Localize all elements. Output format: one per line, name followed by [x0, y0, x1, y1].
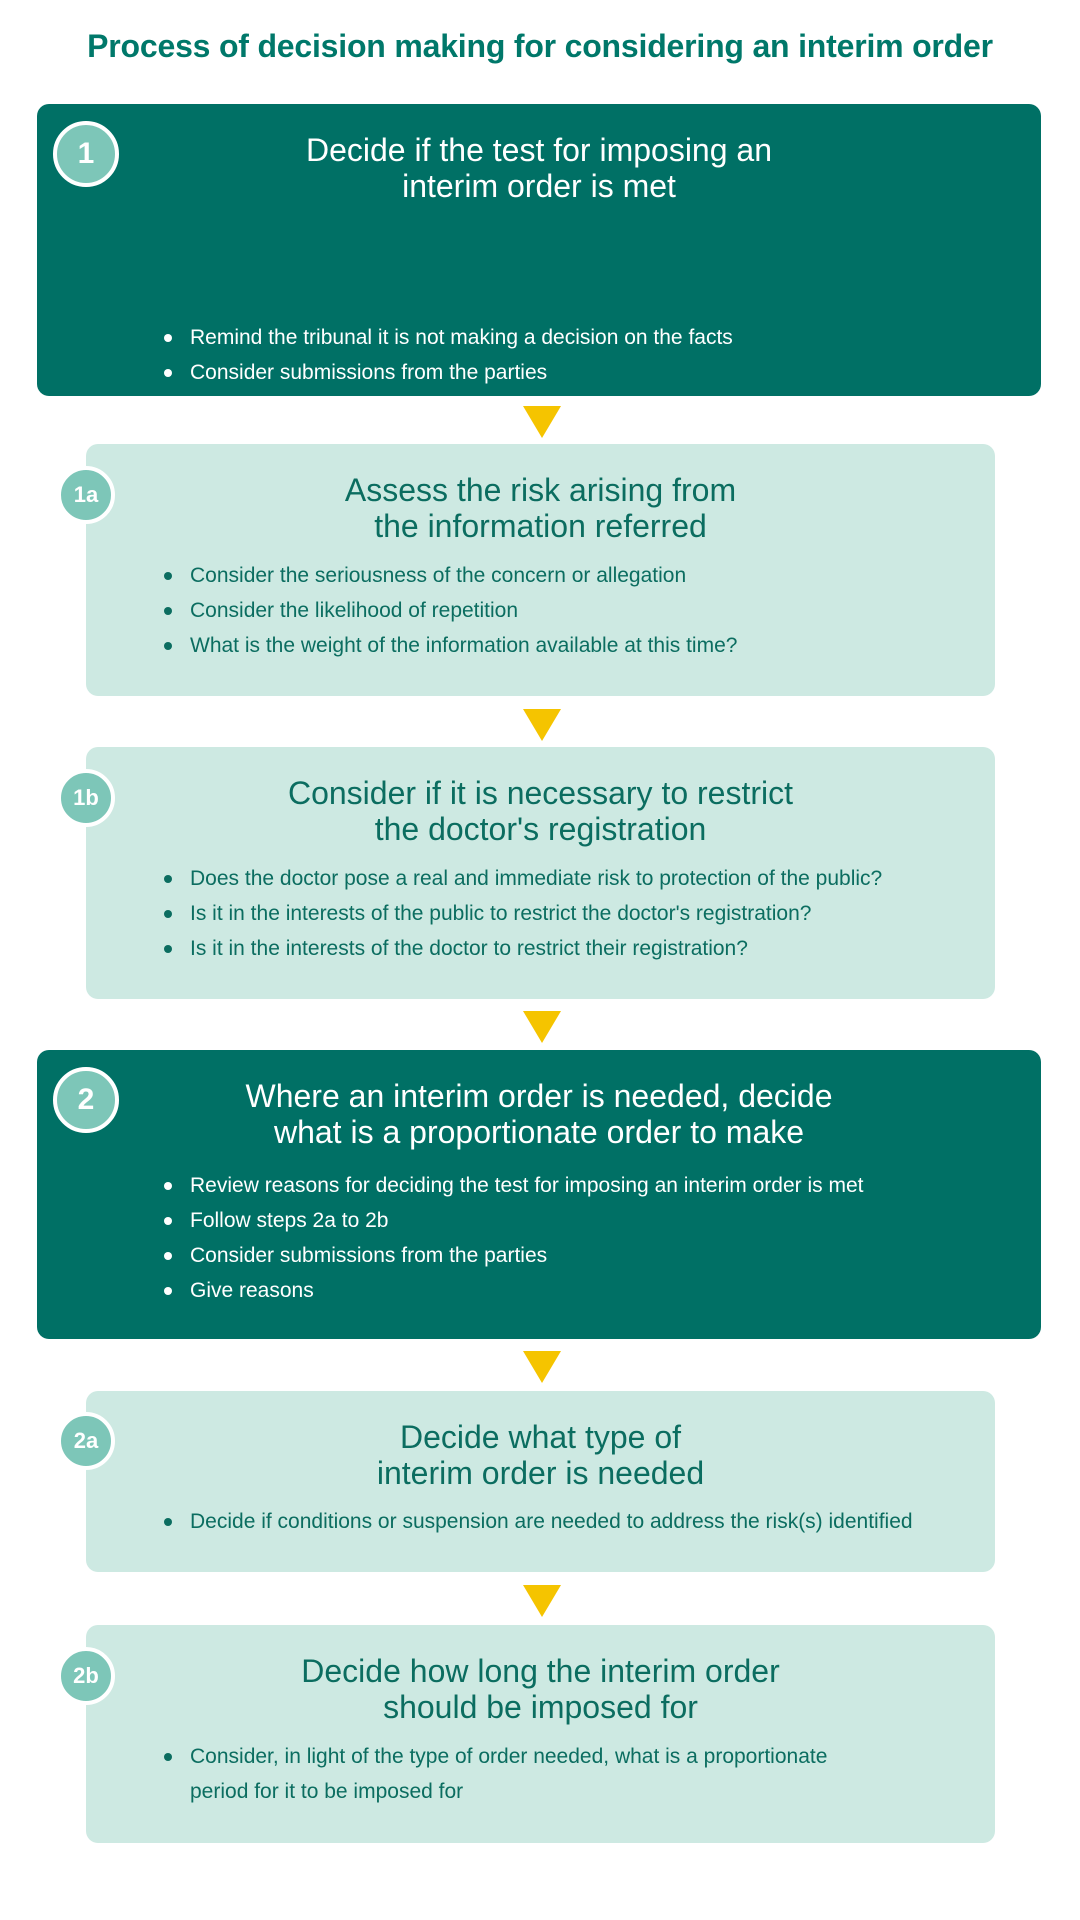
- step-1-bullets: Remind the tribunal it is not making a d…: [162, 320, 1041, 460]
- step-2b-badge: 2b: [57, 1647, 115, 1705]
- list-item: Is it in the interests of the doctor to …: [162, 931, 995, 966]
- list-item: Does the doctor pose a real and immediat…: [162, 861, 995, 896]
- step-1b-badge: 1b: [57, 769, 115, 827]
- list-item: Follow steps 1a to 1b: [162, 390, 1041, 425]
- step-1a-bullets: Consider the seriousness of the concern …: [162, 558, 995, 663]
- step-1-heading: Decide if the test for imposing an inter…: [305, 132, 772, 204]
- step-2b-bullets: Consider, in light of the type of order …: [162, 1739, 995, 1809]
- list-item: Give reasons: [162, 1273, 1041, 1308]
- list-item: Remind the tribunal it is not making a d…: [162, 320, 1041, 355]
- down-arrow-icon: [523, 1011, 561, 1043]
- page-title: Process of decision making for consideri…: [87, 28, 993, 64]
- step-1a-box: Assess the risk arising from the informa…: [86, 444, 995, 696]
- step-2a-heading: Decide what type of interim order is nee…: [376, 1419, 705, 1491]
- down-arrow-icon: [523, 1351, 561, 1383]
- list-item: Decide if conditions or suspension are n…: [162, 1504, 995, 1539]
- step-1b-box: Consider if it is necessary to restrict …: [86, 747, 995, 999]
- list-item: Consider, in light of the type of order …: [162, 1739, 995, 1809]
- step-2a-box: Decide what type of interim order is nee…: [86, 1391, 995, 1572]
- step-2-badge: 2: [53, 1067, 119, 1133]
- step-1b-bullets: Does the doctor pose a real and immediat…: [162, 861, 995, 966]
- list-item: Consider the likelihood of repetition: [162, 593, 995, 628]
- step-1a-badge: 1a: [57, 466, 115, 524]
- list-item: Consider the seriousness of the concern …: [162, 558, 995, 593]
- list-item: Consider submissions from the parties: [162, 355, 1041, 390]
- down-arrow-icon: [523, 406, 561, 438]
- step-2-bullets: Review reasons for deciding the test for…: [162, 1168, 1041, 1308]
- step-2b-heading: Decide how long the interim order should…: [301, 1653, 780, 1725]
- down-arrow-icon: [523, 709, 561, 741]
- step-2a-bullets: Decide if conditions or suspension are n…: [162, 1504, 995, 1539]
- list-item: Review reasons for deciding the test for…: [162, 1168, 1041, 1203]
- step-2-box: Where an interim order is needed, decide…: [37, 1050, 1041, 1339]
- step-1-badge: 1: [53, 121, 119, 187]
- down-arrow-icon: [523, 1585, 561, 1617]
- list-item: Consider submissions from the parties: [162, 1238, 1041, 1273]
- step-1b-heading: Consider if it is necessary to restrict …: [287, 775, 794, 847]
- step-2a-badge: 2a: [57, 1412, 115, 1470]
- step-1-box: Decide if the test for imposing an inter…: [37, 104, 1041, 454]
- step-1a-heading: Assess the risk arising from the informa…: [344, 472, 737, 544]
- step-2-heading: Where an interim order is needed, decide…: [245, 1078, 833, 1150]
- list-item: Follow steps 2a to 2b: [162, 1203, 1041, 1238]
- step-2b-box: Decide how long the interim order should…: [86, 1625, 995, 1843]
- list-item: What is the weight of the information av…: [162, 628, 995, 663]
- list-item: Is it in the interests of the public to …: [162, 896, 995, 931]
